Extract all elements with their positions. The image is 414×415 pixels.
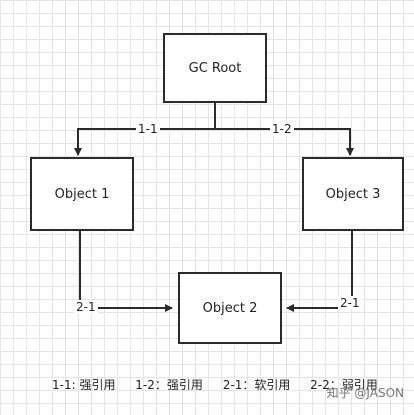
node-object-3: Object 3 (302, 157, 404, 231)
edge-label-1-2: 1-2 (270, 122, 294, 136)
edge-label-1-1: 1-1 (136, 122, 160, 136)
node-object-3-label: Object 3 (325, 186, 381, 202)
edge-label-2-1-left: 2-1 (74, 300, 98, 314)
edge-1-2 (215, 128, 354, 156)
edge-label-2-1-right: 2-1 (338, 296, 362, 310)
legend: 1-1: 强引用 1-2：强引用 2-1：软引用 2-2：弱引用 (52, 376, 394, 393)
node-object-1: Object 1 (30, 157, 134, 231)
legend-item-4: 2-2：弱引用 (310, 378, 378, 392)
node-gc-root: GC Root (163, 33, 267, 103)
node-object-1-label: Object 1 (54, 186, 110, 202)
node-object-2: Object 2 (178, 272, 282, 344)
legend-item-1: 1-1: 强引用 (52, 378, 116, 392)
watermark: 知乎 @JASON (326, 386, 404, 400)
edge-2-1-left (79, 231, 173, 312)
edge-1-1 (74, 128, 215, 156)
legend-item-2: 1-2：强引用 (135, 378, 203, 392)
node-object-2-label: Object 2 (202, 300, 258, 316)
node-gc-root-label: GC Root (188, 60, 242, 76)
legend-item-3: 2-1：软引用 (222, 378, 291, 392)
